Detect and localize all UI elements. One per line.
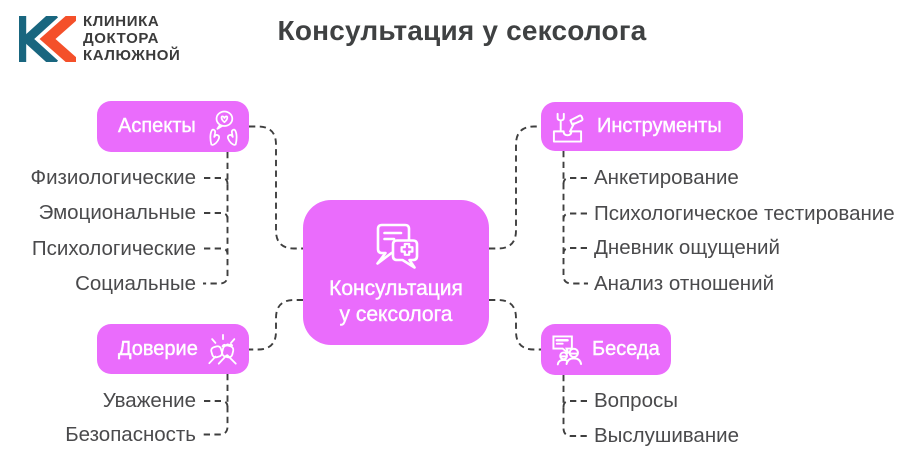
branch-tools[interactable]: Инструменты (541, 102, 743, 151)
stub-tools-2 (562, 212, 587, 220)
branch-aspects[interactable]: Аспекты (97, 101, 249, 152)
item-tools-4[interactable]: Анализ отношений (594, 271, 775, 295)
stub-talk-1 (562, 400, 587, 408)
hands-heart-icon (207, 108, 240, 146)
item-tools-2[interactable]: Психологическое тестирование (594, 201, 895, 225)
stub-aspects-1 (204, 177, 229, 185)
stub-trust-1 (204, 400, 229, 408)
item-trust-1[interactable]: Уважение (102, 389, 196, 412)
center-node[interactable]: Консультация у сексолога (303, 200, 489, 345)
item-aspects-2[interactable]: Эмоциональные (38, 201, 196, 224)
stub-aspects-2 (204, 212, 229, 220)
connector-center-to-tools (489, 125, 541, 250)
item-tools-1[interactable]: Анкетирование (594, 166, 739, 189)
branch-talk-label: Беседа (592, 338, 660, 360)
branch-trust[interactable]: Доверие (97, 324, 249, 374)
trunk-aspects (203, 152, 229, 285)
item-trust-2[interactable]: Безопасность (65, 422, 196, 446)
toolbox-icon (551, 110, 584, 144)
branch-tools-label: Инструменты (597, 115, 722, 137)
logo-k-orange-chevron (39, 16, 76, 62)
stub-aspects-3 (204, 247, 229, 255)
item-talk-1[interactable]: Вопросы (594, 389, 678, 412)
trunk-tools (562, 151, 588, 285)
chat-medical-icon (369, 218, 423, 272)
people-speech-icon (551, 333, 584, 367)
center-node-label: Консультация у сексолога (329, 277, 463, 326)
item-talk-2[interactable]: Выслушивание (594, 424, 740, 447)
item-aspects-3[interactable]: Психологические (31, 236, 196, 260)
logo-k-teal-chevron (20, 16, 59, 62)
stub-tools-1 (562, 177, 587, 185)
trunk-trust (203, 374, 229, 436)
connector-center-to-talk (489, 299, 541, 351)
item-aspects-4[interactable]: Социальные (75, 271, 196, 295)
clinic-logo-text: КЛИНИКА ДОКТОРА КАЛЮЖНОЙ (83, 12, 181, 64)
fist-bump-icon (206, 333, 240, 366)
item-tools-3[interactable]: Дневник ощущений (594, 236, 780, 259)
trunk-talk (562, 375, 588, 437)
branch-talk[interactable]: Беседа (541, 324, 671, 375)
page-title: Консультация у сексолога (277, 15, 647, 46)
branch-aspects-label: Аспекты (118, 115, 196, 137)
stub-tools-3 (562, 247, 587, 255)
connector-aspects-to-center (249, 125, 303, 250)
clinic-logo-mark (19, 16, 76, 62)
connector-center-to-trust (249, 299, 303, 351)
branch-trust-label: Доверие (118, 337, 198, 360)
item-aspects-1[interactable]: Физиологические (30, 166, 196, 189)
